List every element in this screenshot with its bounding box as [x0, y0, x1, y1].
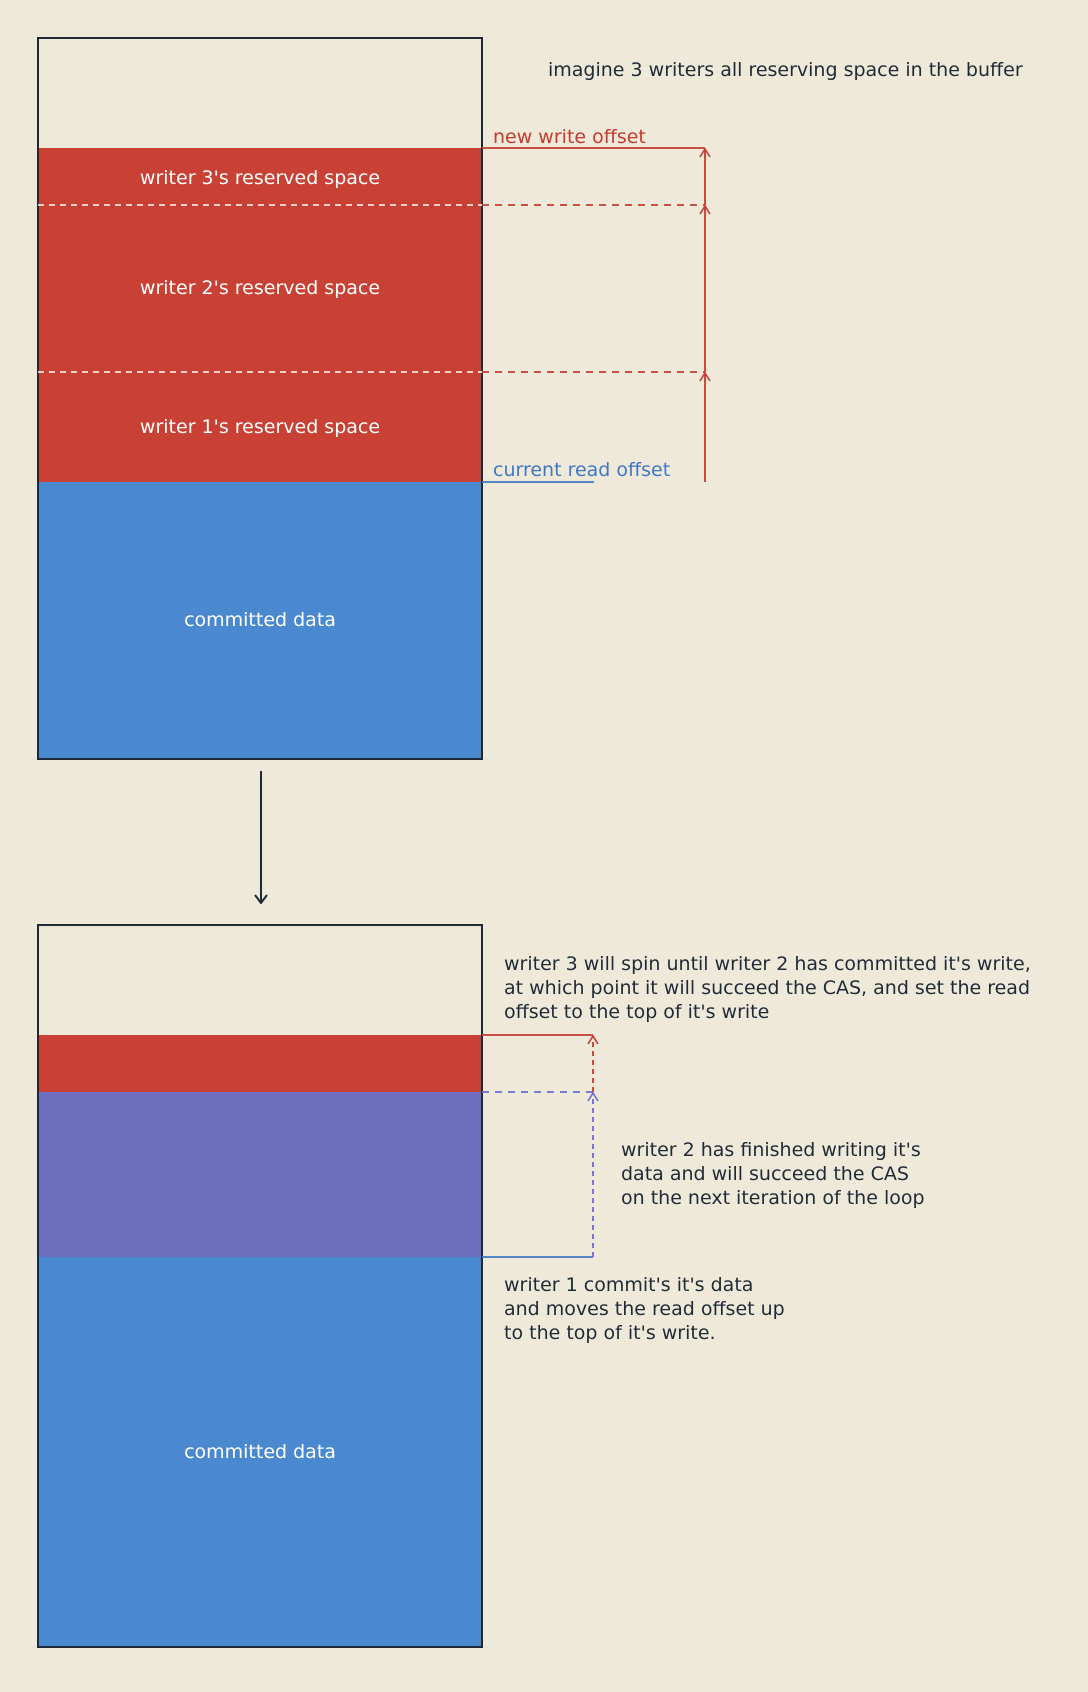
writer2-note-line-3: on the next iteration of the loop — [621, 1187, 925, 1209]
top-committed-label: committed data — [184, 609, 336, 631]
writer3-note-line-1: writer 3 will spin until writer 2 has co… — [504, 953, 1031, 975]
writer2-note: writer 2 has finished writing it's data … — [621, 1139, 925, 1209]
top-buffer: writer 3's reserved space writer 2's res… — [37, 37, 483, 760]
writer2-finished-block — [38, 1092, 482, 1257]
current-read-offset-label: current read offset — [493, 459, 670, 481]
bottom-buffer-empty-region — [38, 925, 482, 1035]
writer2-reserved-block — [38, 205, 482, 372]
writer3-note-line-3: offset to the top of it's write — [504, 1001, 769, 1023]
writer3-note: writer 3 will spin until writer 2 has co… — [504, 953, 1031, 1023]
writer3-pending-block — [38, 1035, 482, 1092]
top-buffer-outline — [37, 37, 483, 760]
writer2-label: writer 2's reserved space — [140, 277, 380, 299]
writer2-note-line-1: writer 2 has finished writing it's — [621, 1139, 921, 1161]
bottom-buffer-outline — [37, 924, 483, 1648]
writer3-note-line-2: at which point it will succeed the CAS, … — [504, 977, 1030, 999]
writer1-reserved-block — [38, 372, 482, 482]
writer1-label: writer 1's reserved space — [140, 416, 380, 438]
top-buffer-empty-region — [38, 38, 482, 148]
bottom-buffer: committed data — [37, 924, 483, 1648]
bottom-committed-block — [38, 1257, 482, 1647]
intro-note: imagine 3 writers all reserving space in… — [548, 59, 1023, 81]
top-committed-block — [38, 482, 482, 759]
new-write-offset-marker: new write offset — [482, 126, 705, 149]
current-read-offset-marker: current read offset — [482, 459, 670, 483]
writer3-label: writer 3's reserved space — [140, 167, 380, 189]
writer2-note-line-2: data and will succeed the CAS — [621, 1163, 909, 1185]
writer1-note-line-3: to the top of it's write. — [504, 1322, 716, 1344]
writer1-note-line-1: writer 1 commit's it's data — [504, 1274, 753, 1296]
bottom-committed-label: committed data — [184, 1441, 336, 1463]
new-write-offset-label: new write offset — [493, 126, 646, 148]
writer1-note: writer 1 commit's it's data and moves th… — [504, 1274, 785, 1344]
writer1-note-line-2: and moves the read offset up — [504, 1298, 785, 1320]
writer3-reserved-block — [38, 148, 482, 205]
